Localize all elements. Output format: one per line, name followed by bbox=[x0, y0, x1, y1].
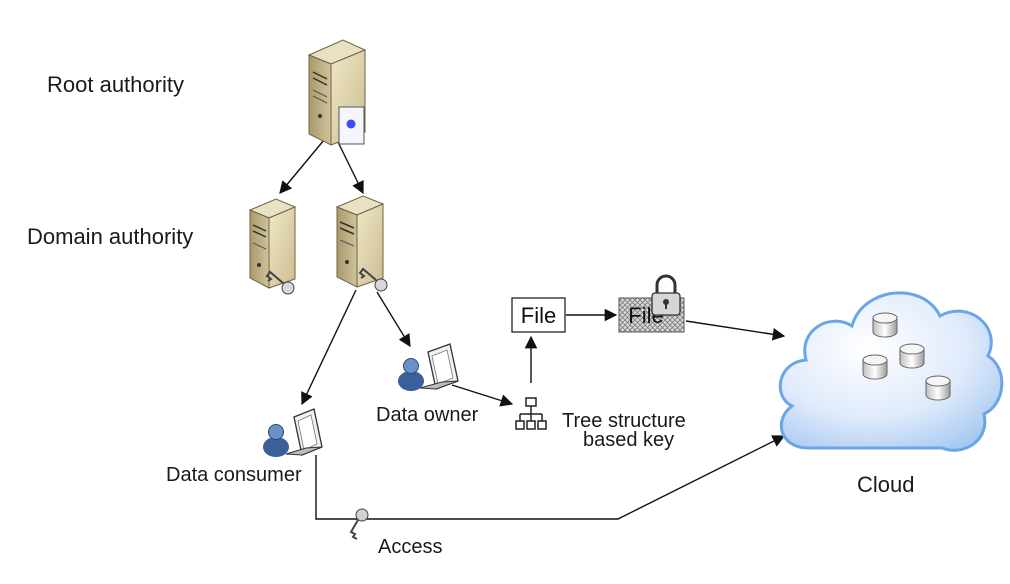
data-owner-icon bbox=[398, 343, 459, 391]
cloud-label: Cloud bbox=[857, 472, 915, 497]
tree-key-label-line2: based key bbox=[583, 429, 675, 451]
domain-authority-label: Domain authority bbox=[27, 224, 194, 249]
access-key-icon bbox=[349, 508, 369, 540]
arrow-encrypted-to-cloud bbox=[685, 320, 786, 341]
key-icon bbox=[358, 267, 388, 292]
arrow-root-to-domain-2 bbox=[336, 139, 364, 195]
data-owner-label: Data owner bbox=[376, 404, 479, 426]
arrow-owner-to-tree bbox=[451, 384, 514, 407]
file-label: File bbox=[521, 303, 556, 328]
connectors bbox=[279, 139, 786, 520]
data-consumer-icon bbox=[263, 408, 323, 457]
access-label: Access bbox=[378, 536, 443, 558]
root-authority-label: Root authority bbox=[47, 72, 184, 97]
key-icon bbox=[265, 270, 295, 295]
root-server-icon bbox=[307, 39, 367, 146]
data-consumer-label: Data consumer bbox=[166, 464, 302, 486]
arrow-domain-to-consumer bbox=[301, 289, 357, 406]
database-icon bbox=[925, 375, 951, 401]
encrypted-file-icon: File bbox=[618, 274, 685, 333]
arrow-root-to-domain-1 bbox=[279, 139, 325, 194]
file-box: File bbox=[511, 297, 566, 333]
domain-server-1-icon bbox=[248, 198, 297, 295]
hierarchy-icon bbox=[515, 397, 547, 430]
tree-key-label-line1: Tree structure bbox=[562, 410, 686, 432]
database-icon bbox=[872, 312, 898, 338]
database-icon bbox=[899, 343, 925, 369]
database-icon bbox=[862, 354, 888, 380]
access-path bbox=[315, 435, 786, 520]
lock-icon bbox=[651, 274, 681, 316]
domain-server-2-icon bbox=[335, 195, 388, 292]
arrow-domain-to-owner bbox=[376, 291, 411, 348]
cloud-icon bbox=[778, 291, 1004, 452]
